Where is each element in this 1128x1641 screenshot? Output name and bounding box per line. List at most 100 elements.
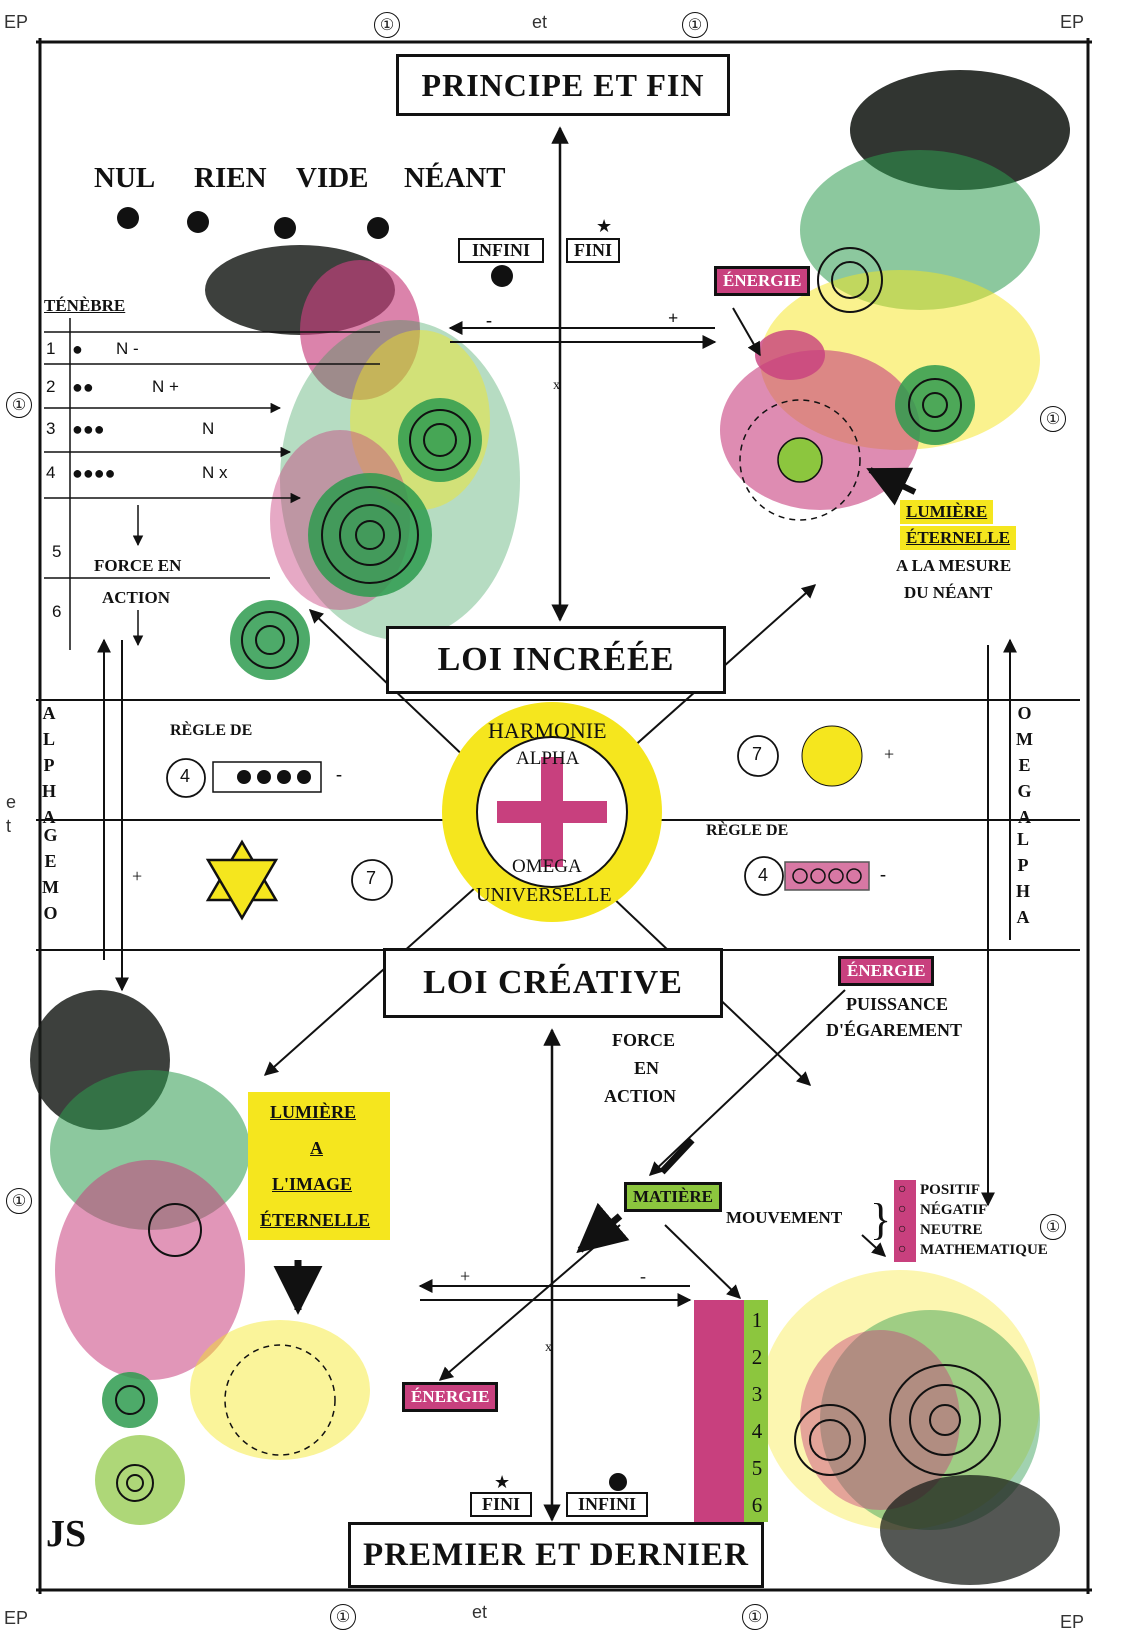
seven-left: 7: [366, 868, 376, 889]
circle-icon: ○: [898, 1182, 906, 1198]
action-label: ACTION: [102, 588, 170, 608]
lumiere-top-line2: ÉTERNELLE: [900, 526, 1016, 550]
alpha-right-letters: L P H A: [1016, 826, 1030, 930]
title-loi-incree: LOI INCRÉÉE: [386, 626, 726, 694]
tenebre-row-3: 3 ●●● N: [46, 414, 306, 444]
tenebre-row-label: N +: [152, 377, 179, 397]
movement-neutre: NEUTRE: [920, 1222, 983, 1239]
tenebre-row-5: 5: [52, 542, 61, 562]
tenebre-row-num: 1: [46, 339, 72, 359]
puissance-label: PUISSANCE: [846, 994, 948, 1015]
tenebre-dots: ●●●: [72, 419, 202, 440]
infini-top: INFINI: [458, 238, 544, 263]
letter: L: [43, 726, 55, 752]
word-neant: NÉANT: [404, 162, 506, 195]
tenebre-row-label: N x: [202, 463, 228, 483]
lumiere-top-line3: A LA MESURE: [896, 556, 1011, 576]
tenebre-dots: ●: [72, 339, 116, 360]
galaxy-bottom-left: [30, 990, 370, 1525]
tenebre-row-label: N: [202, 419, 214, 439]
brace-icon: }: [870, 1198, 891, 1242]
tenebre-dots: ●●●●: [72, 463, 202, 484]
seal-alpha: ALPHA: [516, 748, 579, 770]
tenebre-row-num: 2: [46, 377, 72, 397]
sign-times-top: x: [553, 378, 560, 394]
lumiere-top-line4: DU NÉANT: [904, 583, 992, 603]
number-item: 2: [752, 1339, 763, 1376]
matiere-badge: MATIÈRE: [624, 1182, 722, 1212]
tenebre-row-num: 4: [46, 463, 72, 483]
sign-plus-right: +: [884, 744, 894, 765]
alpha-left-letters: A L P H A: [42, 700, 56, 830]
letter: G: [43, 822, 57, 848]
force-label: FORCE: [612, 1030, 675, 1051]
letter: A: [1017, 904, 1030, 930]
title-principe-et-fin: PRINCIPE ET FIN: [396, 54, 730, 116]
tenebre-dots: ●●: [72, 377, 152, 398]
matiere-numbers-arrow: [665, 1225, 740, 1298]
omega-left-letters: G E M O: [42, 822, 59, 926]
infini-dot-top: [491, 265, 513, 287]
action-lower-label: ACTION: [604, 1086, 676, 1107]
seal-harmonie: HARMONIE: [488, 718, 607, 744]
letter: A: [43, 700, 56, 726]
circle-icon: ○: [898, 1242, 906, 1258]
infini-bottom: INFINI: [566, 1492, 648, 1517]
number-item: 5: [752, 1450, 763, 1487]
seal-universelle: UNIVERSELLE: [476, 884, 612, 907]
movement-positif: POSITIF: [920, 1182, 980, 1199]
letter: E: [44, 848, 56, 874]
egarement-label: D'ÉGAREMENT: [826, 1020, 962, 1041]
number-item: 1: [752, 1302, 763, 1339]
sign-minus-right: -: [880, 864, 886, 885]
energie-top-badge: ÉNERGIE: [714, 266, 810, 296]
letter: O: [1017, 700, 1031, 726]
lumiere-bottom-line3: L'IMAGE: [272, 1174, 352, 1195]
lumiere-bottom-line2: A: [310, 1138, 323, 1159]
sign-plus-bottom: +: [460, 1266, 470, 1287]
title-loi-creative: LOI CRÉATIVE: [383, 948, 723, 1018]
circle-icon: ○: [898, 1202, 906, 1218]
movement-negatif: NÉGATIF: [920, 1202, 987, 1219]
energie-top-pointer: [733, 308, 760, 355]
fini-bottom: FINI: [470, 1492, 532, 1517]
star-top: ★: [596, 216, 612, 236]
mouvement-label: MOUVEMENT: [726, 1208, 842, 1228]
letter: P: [44, 752, 55, 778]
letter: M: [1016, 726, 1033, 752]
fini-top: FINI: [566, 238, 620, 263]
letter: M: [42, 874, 59, 900]
sign-plus-left: +: [132, 866, 142, 887]
number-item: 4: [752, 1413, 763, 1450]
infini-dot-bottom: [609, 1473, 627, 1491]
star-bottom: ★: [494, 1472, 510, 1492]
number-item: 6: [752, 1487, 763, 1524]
seven-right: 7: [752, 744, 762, 765]
letter: H: [42, 778, 56, 804]
lumiere-bottom-line1: LUMIÈRE: [270, 1102, 356, 1123]
circle-icon: ○: [898, 1222, 906, 1238]
lumiere-bottom-line4: ÉTERNELLE: [260, 1210, 370, 1231]
word-rien: RIEN: [194, 162, 267, 195]
tenebre-row-1: 1 ● N -: [46, 334, 286, 364]
four-right: 4: [758, 865, 768, 886]
omega-right-letters: O M E G A: [1016, 700, 1033, 830]
letter: L: [1017, 826, 1029, 852]
number-item: 3: [752, 1376, 763, 1413]
number-list: 1 2 3 4 5 6: [746, 1302, 768, 1524]
tenebre-title: TÉNÈBRE: [44, 296, 125, 316]
letter: O: [43, 900, 57, 926]
tenebre-row-6: 6: [52, 602, 61, 622]
matiere-bold-arrow-2: [580, 1216, 620, 1250]
tenebre-row-num: 3: [46, 419, 72, 439]
regle-de-right: RÈGLE DE: [706, 822, 788, 840]
letter: G: [1017, 778, 1031, 804]
void-dots: [117, 207, 389, 239]
matiere-energie-arrow: [440, 1225, 620, 1380]
lumiere-top-line1: LUMIÈRE: [900, 500, 993, 524]
regle-de-left: RÈGLE DE: [170, 722, 252, 740]
word-nul: NUL: [94, 162, 155, 195]
letter: E: [1018, 752, 1030, 778]
energie-lower-left-badge: ÉNERGIE: [402, 1382, 498, 1412]
